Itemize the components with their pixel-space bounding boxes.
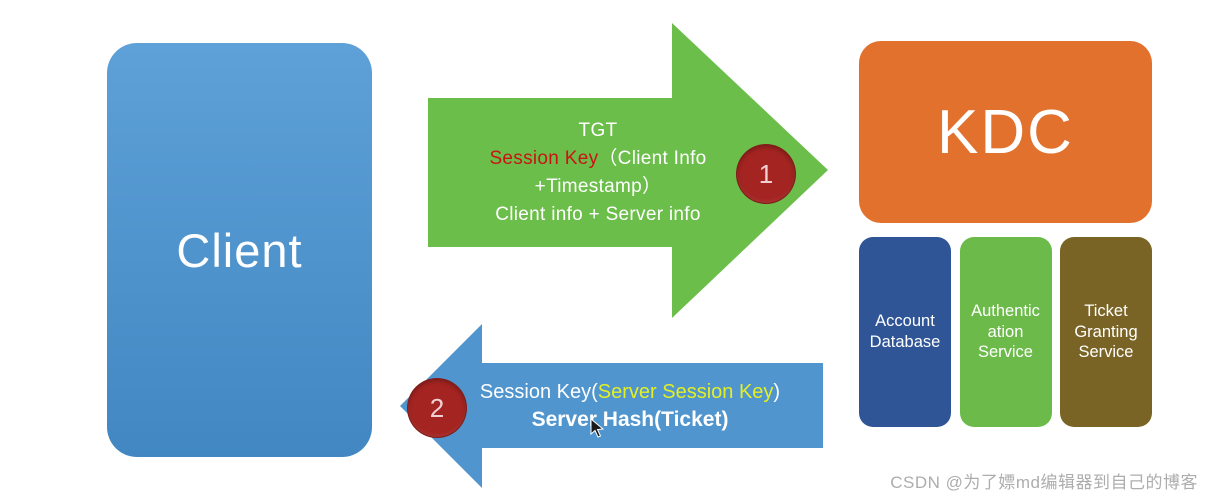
client-box: Client xyxy=(107,43,372,457)
kdc-label: KDC xyxy=(937,97,1074,167)
step-1-badge: 1 xyxy=(736,144,796,204)
kdc-services-row: Account Database Authentic ation Service… xyxy=(859,237,1152,427)
kdc-box: KDC xyxy=(859,41,1152,223)
client-label: Client xyxy=(176,223,303,277)
ticket-granting-service-label: Ticket Granting Service xyxy=(1074,302,1138,362)
authentication-service-label: Authentic ation Service xyxy=(971,302,1040,362)
mouse-cursor-icon xyxy=(590,418,605,438)
authentication-service-box: Authentic ation Service xyxy=(959,237,1052,427)
step-2-number: 2 xyxy=(429,392,445,423)
step-1-number: 1 xyxy=(758,158,774,189)
reply-arrow-text: Session Key(Server Session Key)Server Ha… xyxy=(479,380,781,431)
csdn-watermark: CSDN @为了嫖md编辑器到自己的博客 xyxy=(890,473,1198,492)
account-database-box: Account Database xyxy=(859,237,951,427)
step-2-badge: 2 xyxy=(407,378,467,438)
ticket-granting-service-box: Ticket Granting Service xyxy=(1060,237,1152,427)
account-database-label: Account Database xyxy=(869,312,941,351)
